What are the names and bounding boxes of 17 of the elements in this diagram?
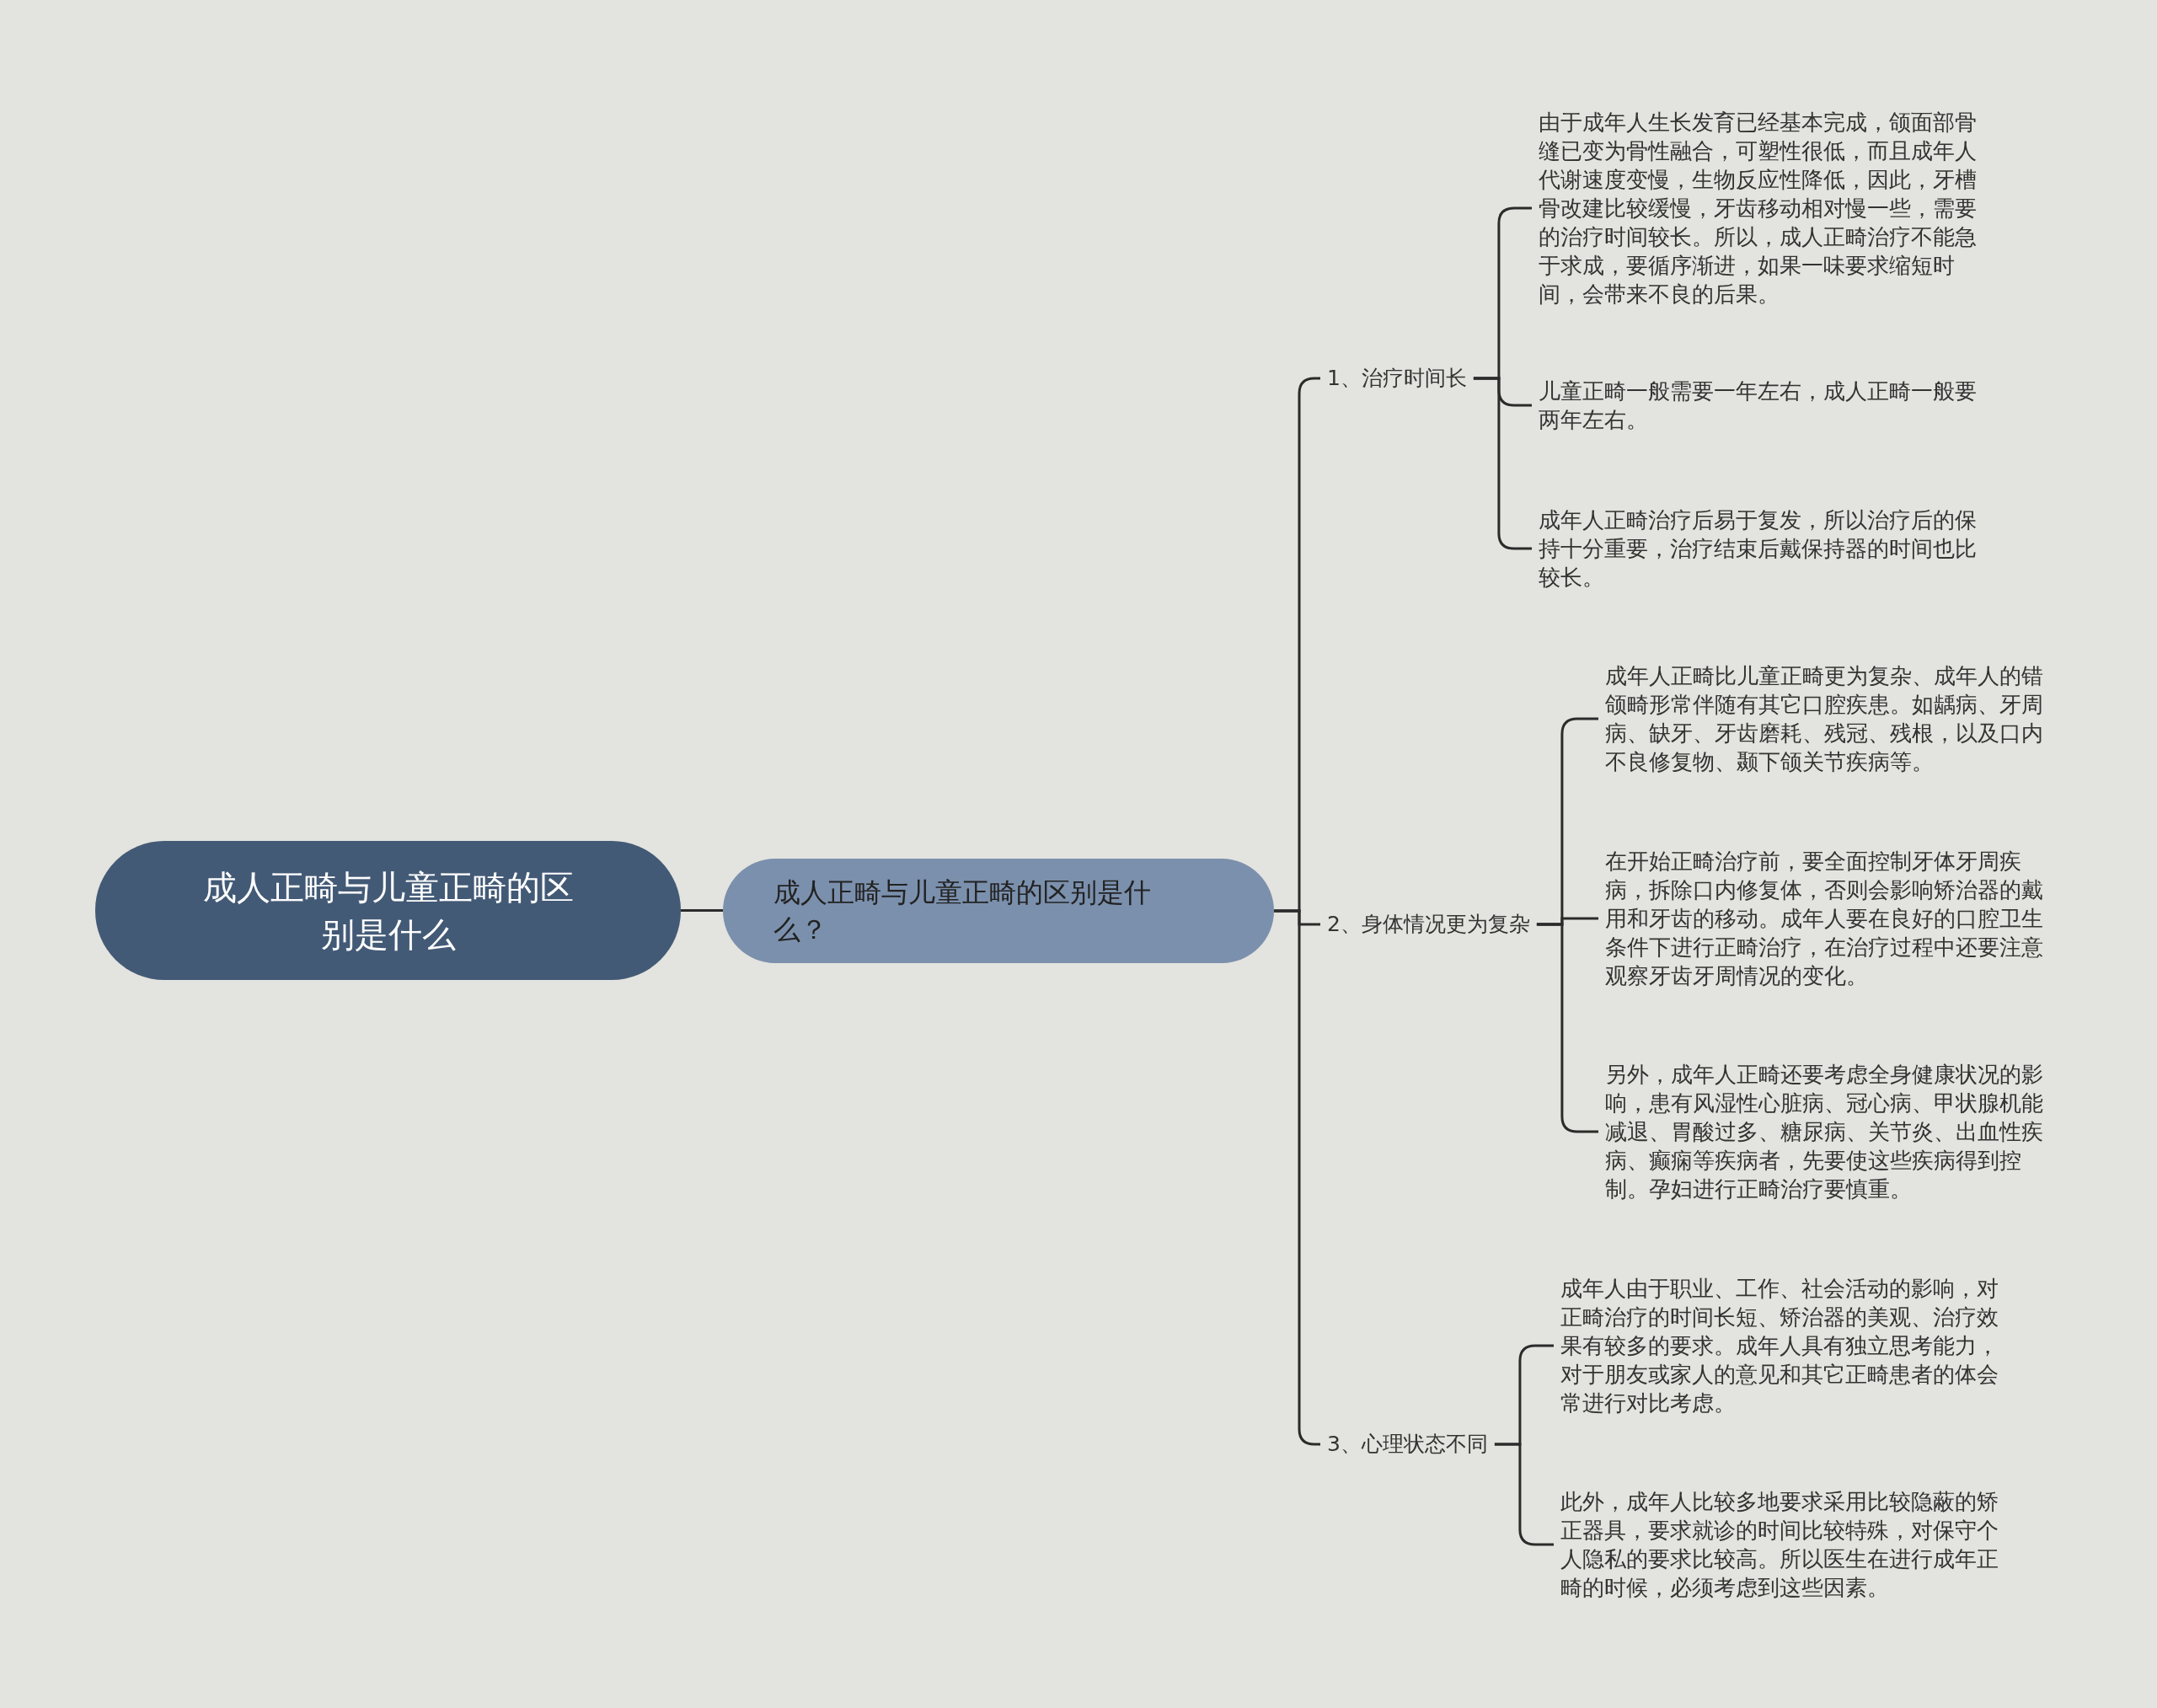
leaf-text: 由于成年人生长发育已经基本完成，颌面部骨缝已变为骨性融合，可塑性很低，而且成年人代谢速度变慢，生物反应性降低，因此，牙槽骨改建比较缓慢，牙齿移动相对慢一些，需要的治疗时间较长。所以，成人正畸治疗不能急于求成，要循序渐进，如果一味要求缩短时间，会带来不良的后果。 [1539,109,1978,308]
connector-line [681,909,723,912]
leaf-text: 此外，成年人比较多地要求采用比较隐蔽的矫正器具，要求就诊的时间比较特殊，对保守个人隐私的要求比较高。所以医生在进行成年正畸的时候，必须考虑到这些因素。 [1560,1488,1999,1602]
branch-label: 1、治疗时间长 [1327,365,1467,392]
branch-label: 2、身体情况更为复杂 [1327,911,1530,938]
leaf-text: 成年人正畸比儿童正畸更为复杂、成年人的错颌畸形常伴随有其它口腔疾患。如龋病、牙周病、缺牙、牙齿磨耗、残冠、残根，以及口内不良修复物、颞下颌关节疾病等。 [1605,662,2044,776]
leaf-text: 在开始正畸治疗前，要全面控制牙体牙周疾病，拆除口内修复体，否则会影响矫治器的戴用和牙齿的移动。成年人要在良好的口腔卫生条件下进行正畸治疗，在治疗过程中还要注意观察牙齿牙周情况的变化。 [1605,848,2044,990]
main-topic: 成人正畸与儿童正畸的区别是什么？ [723,859,1274,963]
root-topic: 成人正畸与儿童正畸的区别是什么 [95,841,681,980]
connector-line [1473,377,1532,550]
connector-line [1536,923,1598,1133]
leaf-text: 另外，成年人正畸还要考虑全身健康状况的影响，患有风湿性心脏病、冠心病、甲状腺机能减退、胃酸过多、糖尿病、关节炎、出血性疾病、癫痫等疾病者，先要使这些疾病得到控制。孕妇进行正畸治疗要慎重。 [1605,1061,2044,1203]
leaf-text: 成年人正畸治疗后易于复发，所以治疗后的保持十分重要，治疗结束后戴保持器的时间也比较长。 [1539,506,1978,592]
connector-line [1494,1443,1554,1546]
leaf-text: 成年人由于职业、工作、社会活动的影响，对正畸治疗的时间长短、矫治器的美观、治疗效果有较多的要求。成年人具有独立思考能力，对于朋友或家人的意见和其它正畸患者的体会常进行对比考虑。 [1560,1275,1999,1417]
leaf-text: 儿童正畸一般需要一年左右，成人正畸一般要两年左右。 [1539,377,1978,434]
branch-label: 3、心理状态不同 [1327,1431,1488,1458]
